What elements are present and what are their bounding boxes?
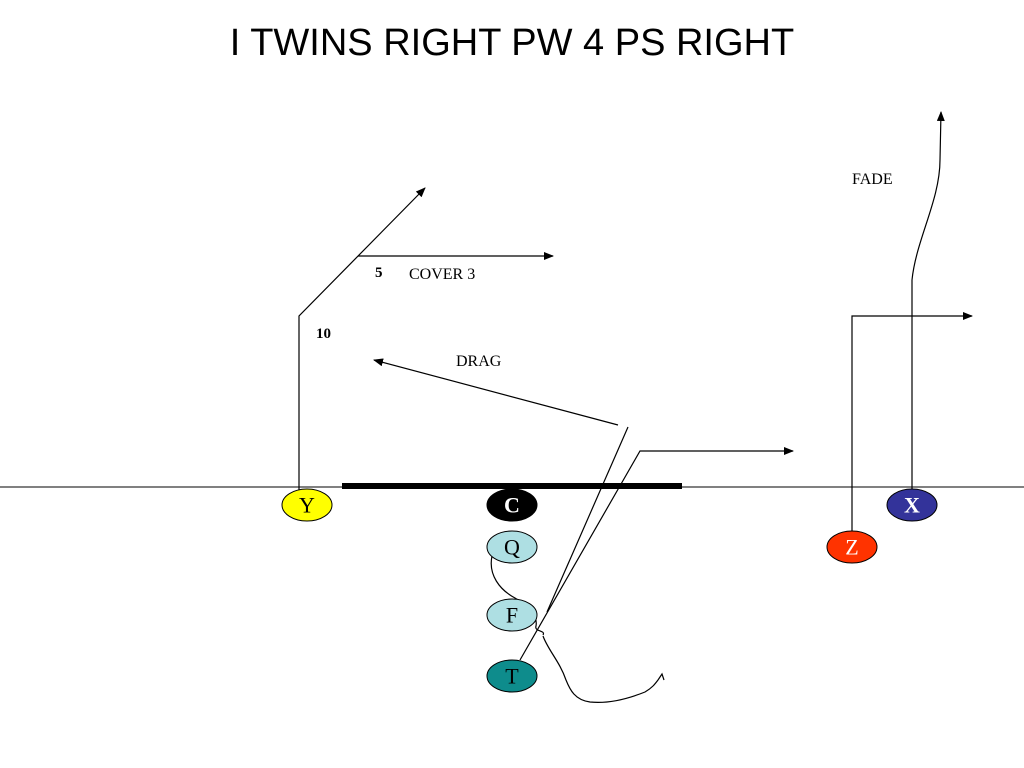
player-t-marker — [486, 659, 538, 693]
drag-label: DRAG — [456, 353, 502, 370]
player-c-marker — [486, 488, 538, 522]
player-z-marker — [826, 530, 878, 564]
drag-route — [373, 358, 619, 426]
fade-label: FADE — [852, 171, 893, 188]
y-route — [298, 187, 426, 490]
player-f-marker — [486, 598, 538, 632]
player-x-label: X — [904, 493, 920, 518]
pull-route-right — [519, 447, 794, 661]
cover-label: COVER 3 — [409, 266, 475, 283]
player-q-label: Q — [504, 535, 520, 560]
z-route — [851, 312, 973, 535]
player-y-label: Y — [299, 493, 315, 518]
player-y-marker — [281, 488, 333, 522]
player-x-marker — [886, 488, 938, 522]
player-q: Q — [486, 530, 538, 564]
player-f: F — [486, 598, 538, 632]
page-title: I TWINS RIGHT PW 4 PS RIGHT — [229, 22, 795, 64]
player-q-marker — [486, 530, 538, 564]
player-x: X — [886, 488, 938, 522]
x-fade-route — [911, 111, 945, 490]
player-c: C — [486, 488, 538, 522]
player-c-label: C — [504, 493, 520, 518]
pull-route-left — [546, 426, 629, 613]
depth-10-label: 10 — [316, 326, 331, 342]
player-z: Z — [826, 530, 878, 564]
f-motion-path — [542, 635, 665, 703]
player-t: T — [486, 659, 538, 693]
player-f-label: F — [506, 603, 518, 628]
depth-5-label: 5 — [375, 265, 383, 281]
player-y: Y — [281, 488, 333, 522]
player-t-label: T — [505, 664, 519, 689]
player-z-label: Z — [845, 535, 858, 560]
